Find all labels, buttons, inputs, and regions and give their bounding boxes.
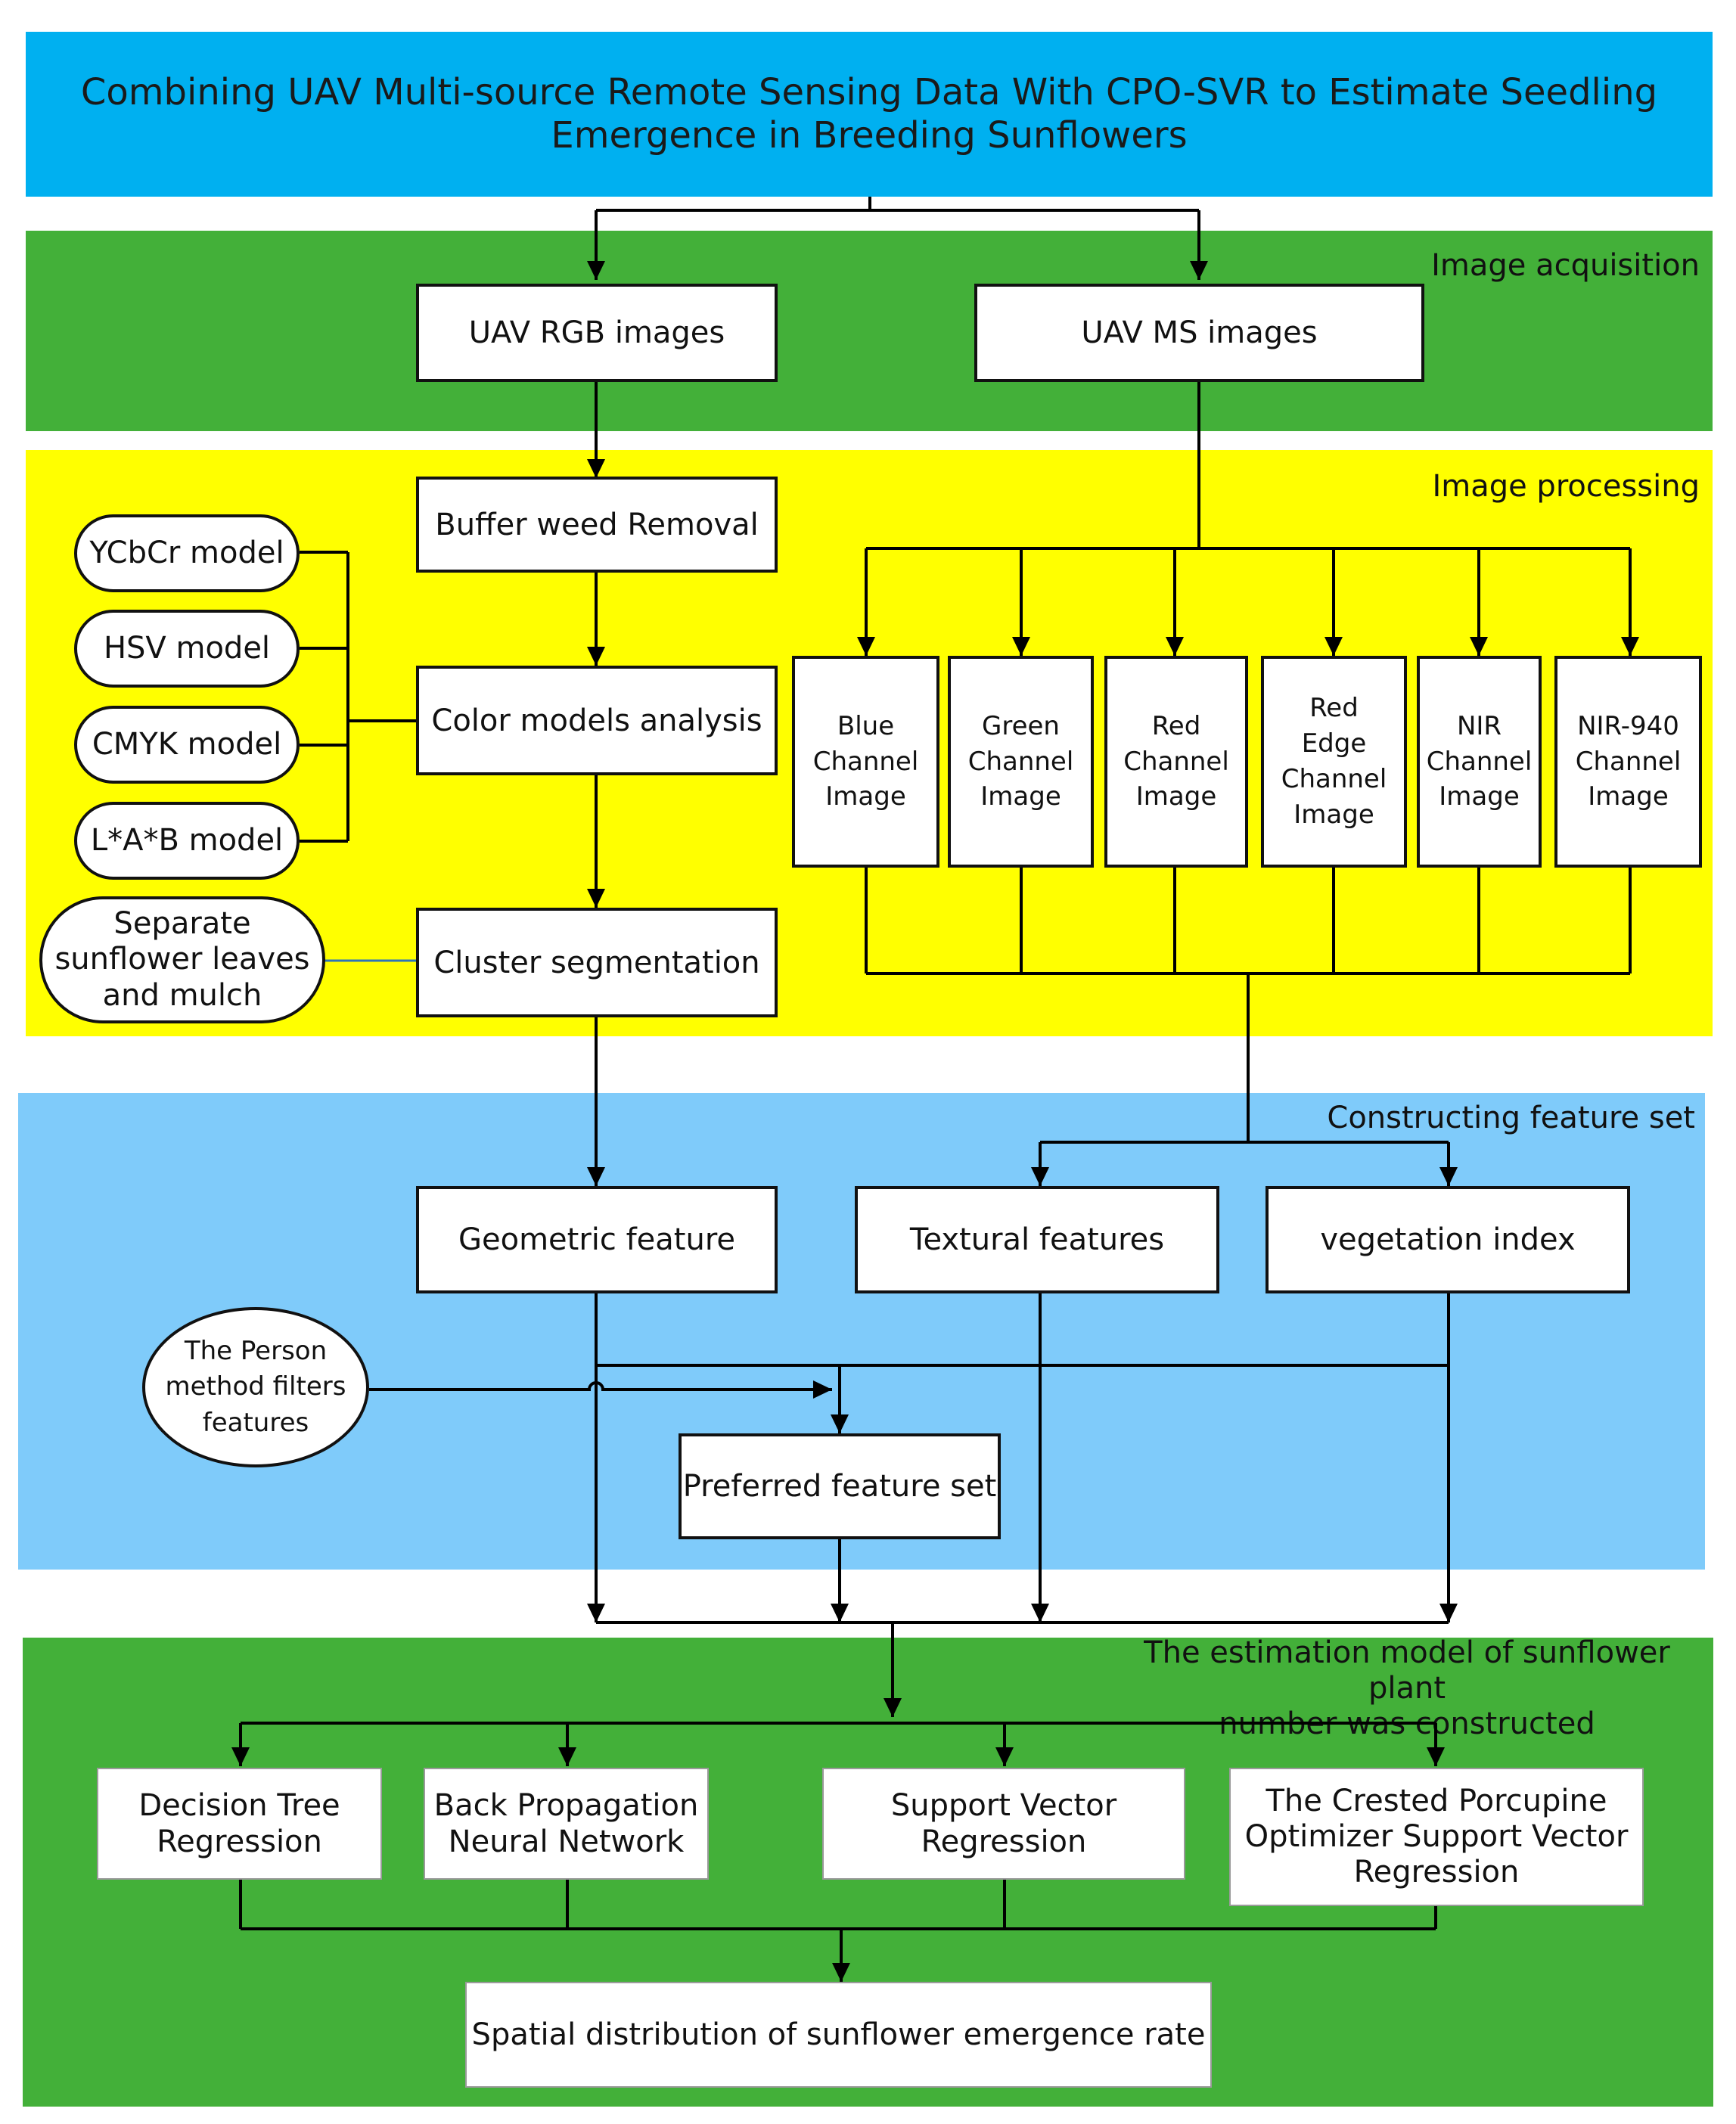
red-edge-channel-image-box: Red Edge Channel Image bbox=[1261, 656, 1407, 868]
red-channel-image-box: Red Channel Image bbox=[1104, 656, 1248, 868]
vegetation-index-box: vegetation index bbox=[1266, 1186, 1630, 1293]
uav-rgb-images-box: UAV RGB images bbox=[416, 284, 778, 382]
color-models-analysis-box: Color models analysis bbox=[416, 666, 778, 775]
uav-ms-images-box: UAV MS images bbox=[974, 284, 1424, 382]
bp-neural-network-box: Back Propagation Neural Network bbox=[424, 1768, 709, 1880]
section-label-acquisition: Image acquisition bbox=[1431, 248, 1700, 283]
person-filter-ellipse: The Person method filters features bbox=[142, 1307, 369, 1467]
textural-features-box: Textural features bbox=[855, 1186, 1219, 1293]
nir-940-channel-image-box: NIR-940 Channel Image bbox=[1554, 656, 1702, 868]
nir-channel-image-box: NIR Channel Image bbox=[1417, 656, 1542, 868]
support-vector-regression-box: Support Vector Regression bbox=[822, 1768, 1185, 1880]
geometric-feature-box: Geometric feature bbox=[416, 1186, 778, 1293]
color-model-hsv: HSV model bbox=[74, 610, 300, 688]
color-model-cmyk: CMYK model bbox=[74, 706, 300, 784]
diagram-title: Combining UAV Multi-source Remote Sensin… bbox=[26, 32, 1713, 197]
section-label-processing: Image processing bbox=[1432, 469, 1700, 504]
color-model-lab: L*A*B model bbox=[74, 802, 300, 880]
separate-leaves-mulch: Separate sunflower leaves and mulch bbox=[39, 896, 325, 1023]
section-label-model: The estimation model of sunflower plant … bbox=[1144, 1635, 1670, 1742]
green-channel-image-box: Green Channel Image bbox=[948, 656, 1094, 868]
buffer-weed-removal-box: Buffer weed Removal bbox=[416, 477, 778, 573]
cluster-segmentation-box: Cluster segmentation bbox=[416, 908, 778, 1017]
spatial-distribution-output-box: Spatial distribution of sunflower emerge… bbox=[465, 1982, 1212, 2088]
section-label-features: Constructing feature set bbox=[1327, 1101, 1695, 1135]
blue-channel-image-box: Blue Channel Image bbox=[792, 656, 939, 868]
cpo-svr-box: The Crested Porcupine Optimizer Support … bbox=[1229, 1768, 1644, 1906]
color-model-ycbcr: YCbCr model bbox=[74, 514, 300, 592]
preferred-feature-set-box: Preferred feature set bbox=[679, 1433, 1001, 1539]
decision-tree-regression-box: Decision Tree Regression bbox=[97, 1768, 382, 1880]
